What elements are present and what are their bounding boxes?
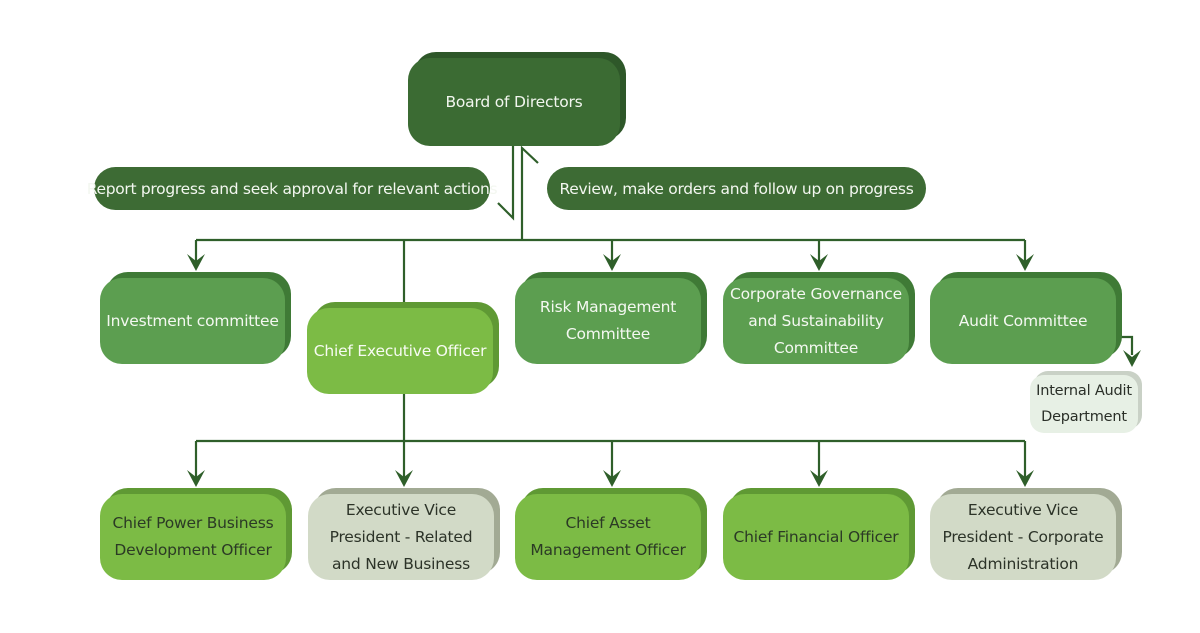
chief-asset-management-officer-box[interactable]: Chief Asset Management Officer bbox=[515, 488, 707, 580]
arrow-down-icon bbox=[1123, 350, 1141, 367]
box-face bbox=[408, 58, 620, 146]
box-face bbox=[515, 494, 701, 580]
chief-financial-officer-box[interactable]: Chief Financial Officer bbox=[723, 488, 915, 580]
chief-financial-officer-label: Chief Financial Officer bbox=[733, 527, 899, 546]
box-face bbox=[723, 278, 909, 364]
investment-committee-label: Investment committee bbox=[106, 311, 279, 330]
chief-asset-management-officer-label: Chief Asset Management Officer bbox=[530, 514, 686, 559]
chief-power-business-development-officer-label: Chief Power Business Development Officer bbox=[112, 514, 274, 559]
box-face bbox=[100, 494, 286, 580]
review-orders-label: Review, make orders and follow up on pro… bbox=[547, 167, 926, 210]
ceo-box[interactable]: Chief Executive Officer bbox=[307, 302, 499, 394]
evp-corporate-administration-label: Executive Vice President - Corporate Adm… bbox=[942, 500, 1104, 573]
arrow-down-icon bbox=[810, 470, 828, 487]
arrow-down-icon bbox=[187, 470, 205, 487]
risk-management-committee-box[interactable]: Risk Management Committee bbox=[515, 272, 707, 364]
risk-management-committee-label: Risk Management Committee bbox=[539, 298, 677, 343]
board-of-directors-label: Board of Directors bbox=[445, 92, 583, 111]
arrow-down-icon bbox=[1016, 470, 1034, 487]
ceo-label: Chief Executive Officer bbox=[313, 341, 487, 360]
box-face bbox=[515, 278, 701, 364]
report-progress-label: Report progress and seek approval for re… bbox=[87, 167, 498, 210]
arrow-down-icon bbox=[187, 254, 205, 271]
arrow-down-icon bbox=[603, 470, 621, 487]
arrow-down-icon bbox=[1016, 254, 1034, 271]
board-of-directors-box[interactable]: Board of Directors bbox=[408, 52, 626, 146]
arrow-down-icon bbox=[395, 470, 413, 487]
evp-related-new-business-box[interactable]: Executive Vice President - Related and N… bbox=[308, 488, 500, 580]
box-face bbox=[930, 278, 1116, 364]
investment-committee-box[interactable]: Investment committee bbox=[100, 272, 291, 364]
audit-committee-box[interactable]: Audit Committee bbox=[930, 272, 1122, 364]
box-face bbox=[723, 494, 909, 580]
box-face bbox=[1030, 375, 1138, 433]
internal-audit-department-box[interactable]: Internal Audit Department bbox=[1030, 371, 1142, 433]
arrow-down-icon bbox=[810, 254, 828, 271]
evp-corporate-administration-box[interactable]: Executive Vice President - Corporate Adm… bbox=[930, 488, 1122, 580]
chief-power-business-development-officer-box[interactable]: Chief Power Business Development Officer bbox=[100, 488, 292, 580]
arrow-down-icon bbox=[603, 254, 621, 271]
internal-audit-department-label: Internal Audit Department bbox=[1036, 383, 1132, 425]
evp-related-new-business-label: Executive Vice President - Related and N… bbox=[329, 500, 473, 573]
box-face bbox=[307, 308, 493, 394]
box-face bbox=[100, 278, 285, 364]
box-face bbox=[308, 494, 494, 580]
corporate-governance-committee-box[interactable]: Corporate Governance and Sustainability … bbox=[723, 272, 915, 364]
box-face bbox=[930, 494, 1116, 580]
board-down-arrow-line bbox=[520, 145, 539, 240]
corporate-governance-committee-label: Corporate Governance and Sustainability … bbox=[730, 284, 902, 357]
board-up-arrow-line bbox=[497, 146, 515, 221]
audit-committee-label: Audit Committee bbox=[958, 311, 1088, 330]
